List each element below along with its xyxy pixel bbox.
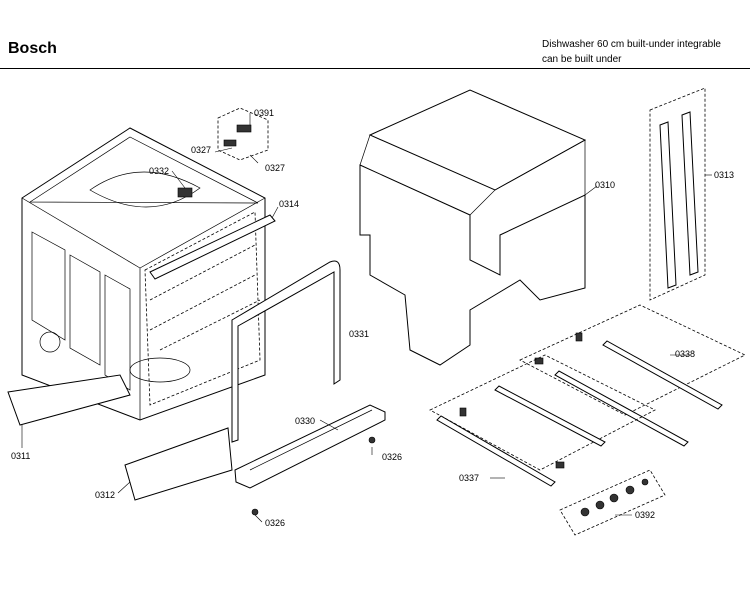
- leader-lines: [21, 113, 712, 523]
- door-seal: [231, 260, 341, 443]
- part-label-0331: 0331: [349, 329, 369, 339]
- part-label-0312: 0312: [95, 490, 115, 500]
- part-label-0327-left: 0327: [191, 145, 211, 155]
- part-label-0326-bottom: 0326: [265, 518, 285, 528]
- brand-name: Bosch: [8, 40, 57, 57]
- upper-rail-set: [519, 304, 746, 447]
- insulation-cover: [359, 89, 587, 366]
- part-label-0337: 0337: [459, 473, 479, 483]
- part-label-0327-right: 0327: [265, 163, 285, 173]
- part-label-0338: 0338: [675, 349, 695, 359]
- header-divider: [0, 68, 750, 69]
- diagram-header: Bosch Dishwasher 60 cm built-under integ…: [0, 0, 750, 72]
- part-label-0326-right: 0326: [382, 452, 402, 462]
- part-label-0392: 0392: [635, 510, 655, 520]
- part-label-0310: 0310: [595, 180, 615, 190]
- part-label-0313: 0313: [714, 170, 734, 180]
- part-label-0391: 0391: [254, 108, 274, 118]
- base-bracket: [234, 404, 386, 516]
- model-description-line1: Dishwasher 60 cm built-under integrable: [542, 39, 721, 50]
- model-description-line2: can be built under: [542, 54, 622, 65]
- trim-strip: [149, 214, 276, 280]
- side-trim-kit: [649, 87, 706, 301]
- roller-kit: [559, 469, 666, 536]
- kick-panel-right: [124, 427, 233, 501]
- part-label-0330: 0330: [295, 416, 315, 426]
- lower-rail-set: [429, 354, 656, 487]
- part-label-0332: 0332: [149, 166, 169, 176]
- part-label-0314: 0314: [279, 199, 299, 209]
- part-label-0311: 0311: [11, 451, 30, 461]
- kick-panel-left: [7, 374, 131, 426]
- tub-assembly: [21, 127, 266, 421]
